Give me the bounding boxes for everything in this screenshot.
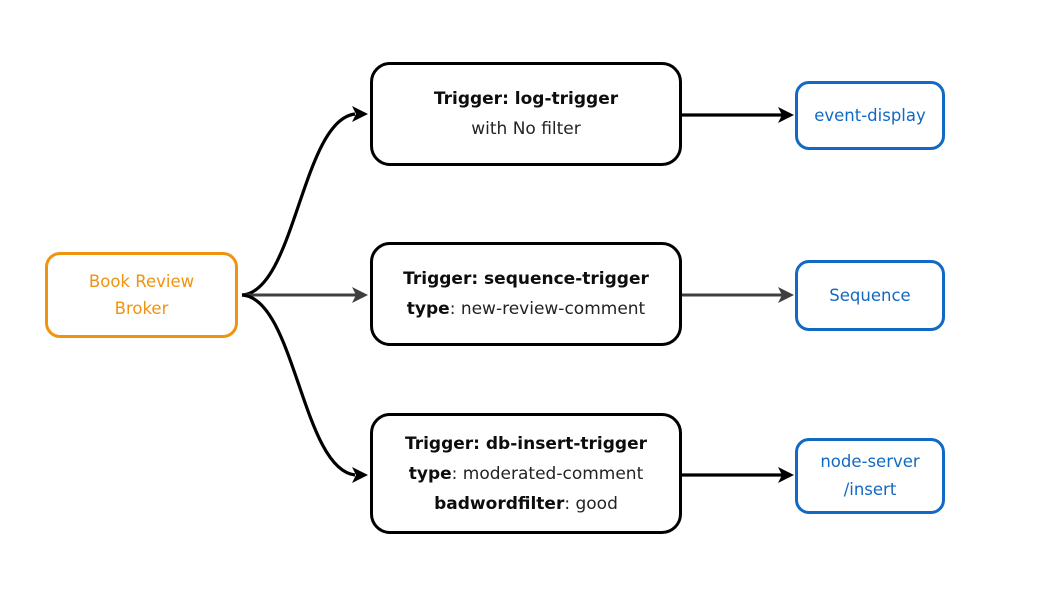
node-sink-node-server-insert: node-server /insert bbox=[795, 438, 945, 514]
trigger-title: Trigger: db-insert-trigger bbox=[404, 433, 648, 454]
trigger-detail-key: type bbox=[408, 463, 452, 484]
trigger-detail: type: moderated-comment bbox=[409, 459, 644, 489]
broker-label-line2: Broker bbox=[114, 299, 169, 318]
node-broker: Book Review Broker bbox=[45, 252, 238, 338]
arrowhead bbox=[352, 467, 368, 483]
trigger-detail-value: : good bbox=[564, 493, 618, 514]
edge-broker-to-db-insert-trigger bbox=[241, 293, 356, 477]
trigger-detail: badwordfilter: good bbox=[434, 489, 618, 519]
node-trigger-db-insert: Trigger: db-insert-trigger type: moderat… bbox=[370, 413, 682, 534]
trigger-detail-key: type bbox=[406, 299, 450, 319]
sink-label-line2: /insert bbox=[843, 480, 897, 499]
node-sink-event-display: event-display bbox=[795, 81, 945, 150]
edge-broker-to-log-trigger bbox=[241, 112, 356, 297]
trigger-detail-value: with No filter bbox=[471, 119, 581, 139]
sink-label: Sequence bbox=[829, 285, 911, 305]
trigger-detail-key: badwordfilter bbox=[434, 493, 565, 514]
trigger-detail: type: new-review-comment bbox=[407, 294, 645, 324]
sink-label: node-server bbox=[820, 452, 920, 471]
node-trigger-log: Trigger: log-trigger with No filter bbox=[370, 62, 682, 166]
sink-label: event-display bbox=[814, 105, 926, 125]
arrowhead bbox=[352, 287, 368, 303]
node-trigger-sequence: Trigger: sequence-trigger type: new-revi… bbox=[370, 242, 682, 346]
arrowhead bbox=[778, 467, 794, 483]
trigger-detail: with No filter bbox=[471, 114, 581, 144]
trigger-detail-value: : moderated-comment bbox=[451, 463, 644, 484]
arrowhead bbox=[778, 107, 794, 123]
arrowhead bbox=[778, 287, 794, 303]
broker-label-line1: Book Review bbox=[88, 272, 195, 291]
trigger-detail-value: : new-review-comment bbox=[449, 299, 646, 319]
trigger-title: Trigger: sequence-trigger bbox=[403, 269, 649, 289]
node-sink-sequence: Sequence bbox=[795, 260, 945, 331]
trigger-title: Trigger: log-trigger bbox=[433, 89, 619, 109]
arrowhead bbox=[352, 106, 368, 122]
